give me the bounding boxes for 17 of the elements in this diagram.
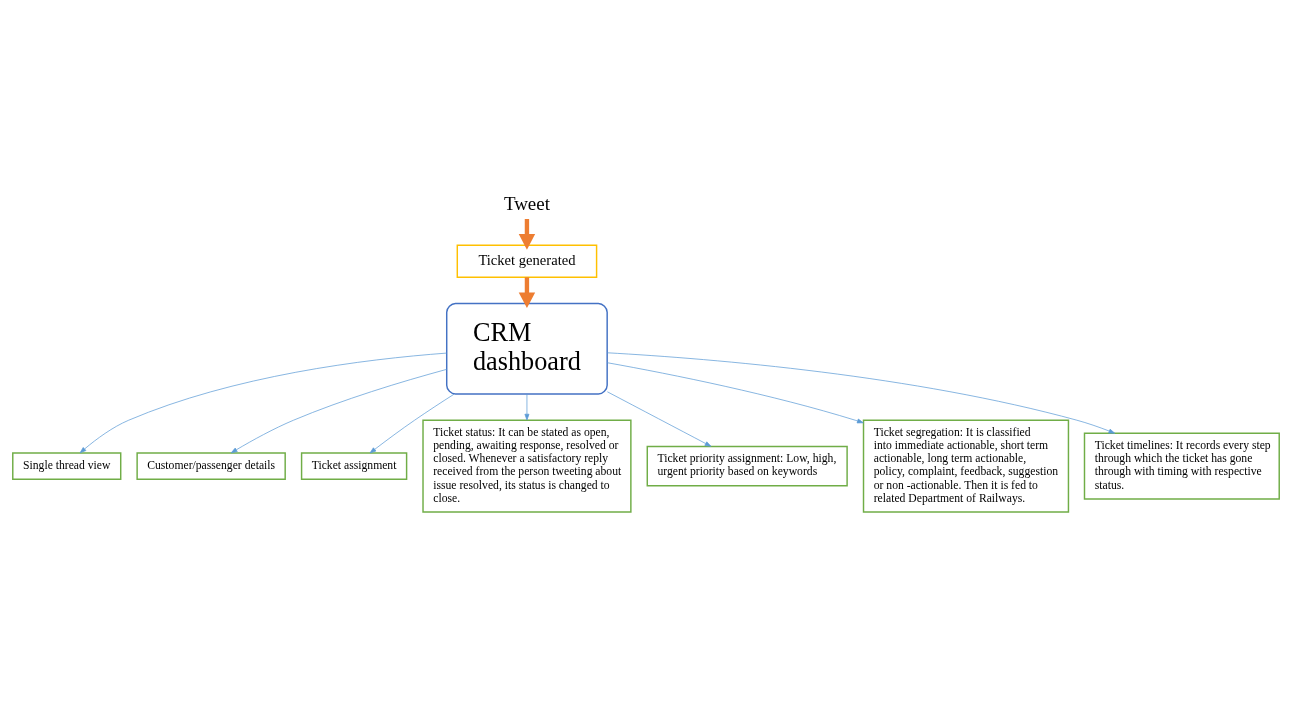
arrow (524, 393, 530, 421)
node-box: Ticket segregation: It is classified into immediate actionable, short term actionable, long term actionable, policy, complaint, feedback, suggestion or non -actionable. Then it is fed to related Department of Railways. (862, 419, 1070, 513)
node-box: CRM dashboard (446, 302, 608, 395)
arrow (79, 352, 448, 454)
arrow (607, 391, 712, 447)
arrow (606, 352, 1116, 434)
arrow (606, 362, 864, 424)
node-box: Ticket priority assignment: Low, high, urgent priority based on keywords (646, 445, 848, 487)
node-box: Ticket assignment (300, 452, 408, 480)
arrow (230, 369, 447, 454)
arrow (369, 393, 455, 454)
node-box: Customer/passenger details (136, 452, 286, 480)
node-box: Ticket timelines: It records every step through which the ticket has gone through with timing with respective status. (1083, 432, 1280, 500)
node-box: Single thread view (12, 452, 122, 480)
node-text: Tweet (503, 193, 550, 214)
node-box: Ticket status: It can be stated as open, pending, awaiting response, resolved or closed. Whenever a satisfactory reply received from the person tweeting about issue resolved, its status is changed to close. (422, 419, 632, 513)
node-box: Ticket generated (456, 244, 598, 278)
